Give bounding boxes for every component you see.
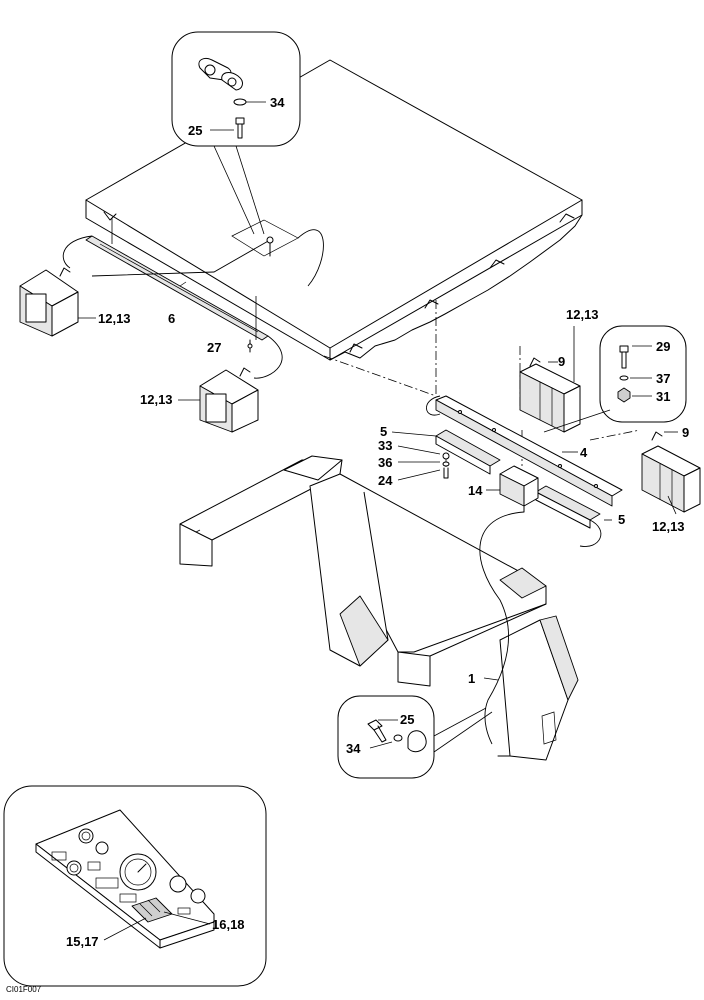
rubber-mount-5-left	[391, 429, 501, 475]
work-light-left	[19, 267, 96, 337]
callout-5-b: 5	[618, 512, 625, 527]
roof-panel	[85, 59, 583, 361]
callout-31: 31	[656, 389, 670, 404]
callout-14: 14	[468, 483, 483, 498]
instrument-panel-detail	[3, 785, 267, 987]
callout-4: 4	[580, 445, 588, 460]
detail-circle-top	[171, 31, 301, 235]
drawing-code: CI01F007	[6, 985, 42, 994]
rubber-mount-5-right	[535, 485, 612, 547]
frame-cable-1	[479, 511, 525, 745]
callout-37: 37	[656, 371, 670, 386]
callout-12-13-right-bottom: 12,13	[652, 519, 685, 534]
callout-36: 36	[378, 455, 392, 470]
relay-box-upper	[519, 326, 581, 433]
work-light-middle	[178, 367, 259, 433]
callout-6: 6	[168, 311, 175, 326]
callout-15-17: 15,17	[66, 934, 99, 949]
callout-12-13-left: 12,13	[98, 311, 131, 326]
callout-33: 33	[378, 438, 392, 453]
callout-25-bottom: 25	[400, 712, 414, 727]
callout-1: 1	[468, 671, 475, 686]
callout-9-a: 9	[558, 354, 565, 369]
callout-12-13-mid: 12,13	[140, 392, 173, 407]
fasteners-33-36-24	[397, 445, 450, 481]
roof-wiring	[62, 229, 324, 379]
relay-box-lower	[641, 431, 701, 515]
cab-frame	[179, 455, 579, 761]
callout-34-bottom: 34	[346, 741, 361, 756]
callout-24: 24	[378, 473, 393, 488]
callout-9-b: 9	[682, 425, 689, 440]
callout-29: 29	[656, 339, 670, 354]
callout-27: 27	[207, 340, 221, 355]
callout-34-top: 34	[270, 95, 285, 110]
bracket-4	[426, 395, 623, 507]
callout-12-13-right-top: 12,13	[566, 307, 599, 322]
callout-5-a: 5	[380, 424, 387, 439]
detail-circle-right	[543, 325, 687, 433]
callout-16-18: 16,18	[212, 917, 245, 932]
connector-block-14	[486, 465, 539, 513]
light-bar-6	[85, 218, 269, 353]
callout-25-top: 25	[188, 123, 202, 138]
detail-circle-bottom	[337, 695, 493, 779]
